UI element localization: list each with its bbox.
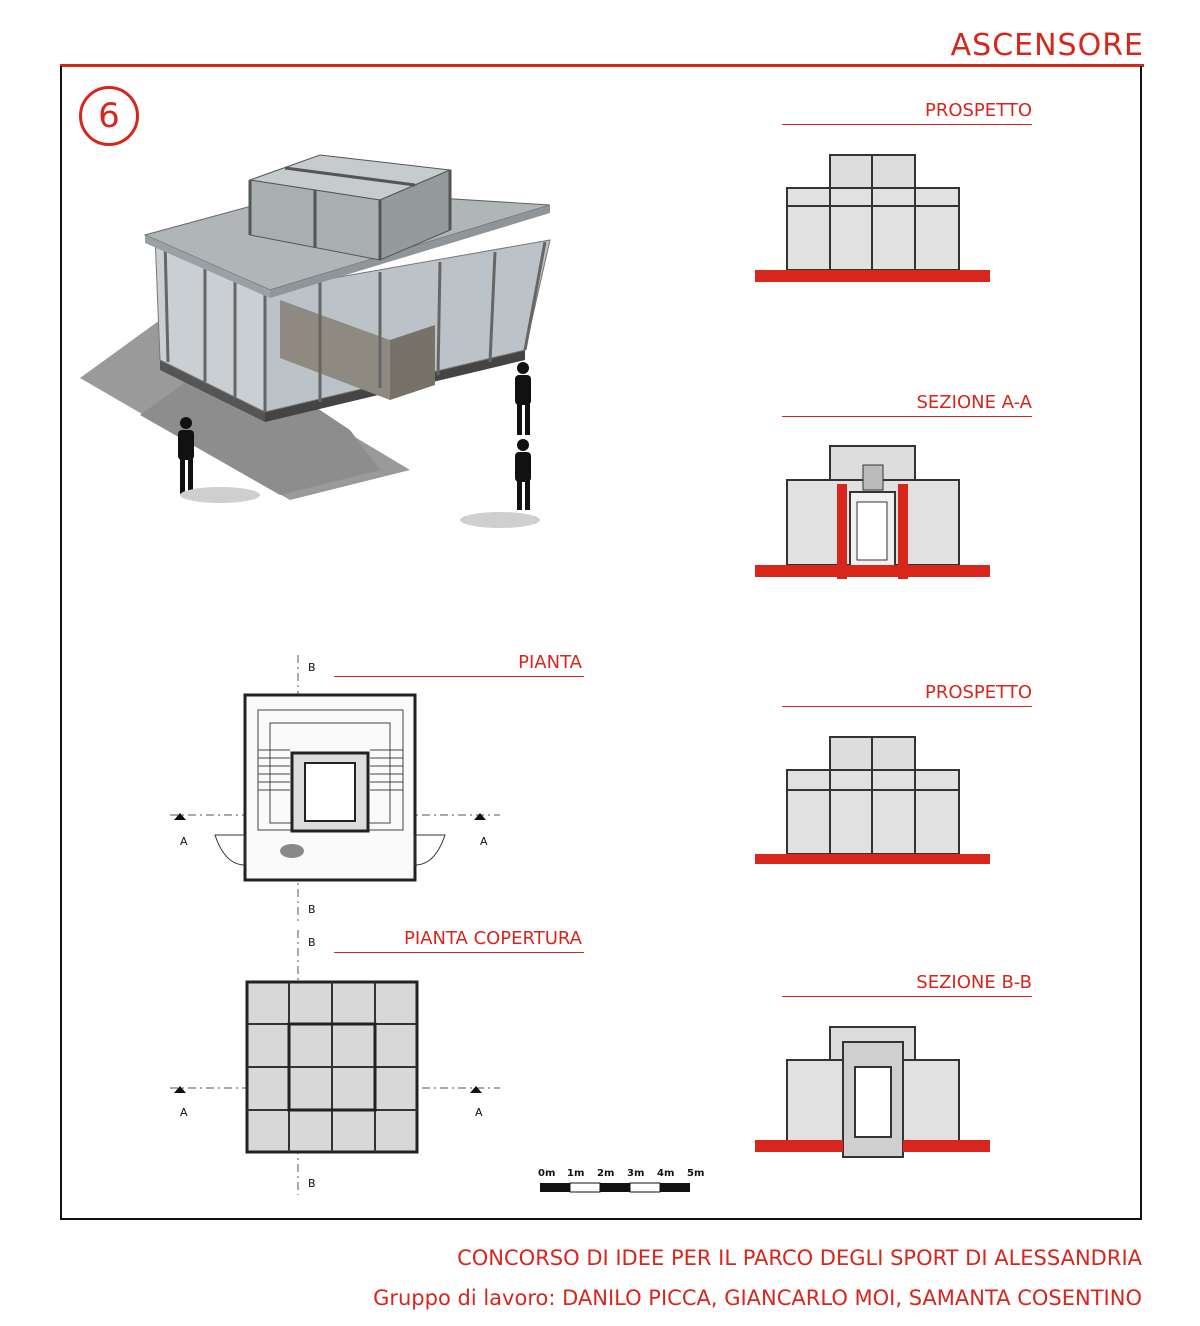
section-mark-b: B <box>308 661 316 674</box>
section-mark-a: A <box>480 835 488 848</box>
footer-team: Gruppo di lavoro: DANILO PICCA, GIANCARL… <box>373 1286 1142 1310</box>
label-rule <box>334 952 584 953</box>
scale-tick-label: 0m <box>538 1168 556 1179</box>
scale-tick-label: 2m <box>597 1168 615 1179</box>
title-rule <box>60 64 1144 67</box>
label-rule <box>782 124 1032 125</box>
footer-competition-title: CONCORSO DI IDEE PER IL PARCO DEGLI SPOR… <box>457 1246 1142 1270</box>
section-mark-b: B <box>308 1177 316 1190</box>
scale-tick-label: 3m <box>627 1168 645 1179</box>
section-bb-view <box>755 1026 990 1158</box>
section-mark-a: A <box>180 835 188 848</box>
label-rule <box>782 416 1032 417</box>
section-mark-b: B <box>308 936 316 949</box>
roof-plan-view: B B A A <box>170 930 500 1195</box>
label-sezione-bb: SEZIONE B-B <box>916 972 1032 993</box>
person-silhouette <box>515 362 531 435</box>
section-aa-view <box>755 445 990 579</box>
label-pianta: PIANTA <box>518 652 582 673</box>
elevation-view-2 <box>755 736 990 864</box>
label-rule <box>782 996 1032 997</box>
drawing-frame <box>60 66 1142 1220</box>
section-mark-a: A <box>180 1106 188 1119</box>
sheet-number: 6 <box>79 86 139 146</box>
section-mark-b: B <box>308 903 316 916</box>
scale-tick-label: 1m <box>567 1168 585 1179</box>
scale-tick-label: 4m <box>657 1168 675 1179</box>
person-silhouette <box>515 439 531 510</box>
label-prospetto-2: PROSPETTO <box>924 682 1032 703</box>
label-rule <box>334 676 584 677</box>
label-pianta-copertura: PIANTA COPERTURA <box>404 928 582 949</box>
elevation-view-1 <box>755 154 990 282</box>
scale-tick-label: 5m <box>687 1168 705 1179</box>
sheet-title: ASCENSORE <box>950 28 1144 63</box>
label-prospetto-1: PROSPETTO <box>924 100 1032 121</box>
elevator-core <box>280 300 390 400</box>
perspective-3d-view <box>80 154 551 528</box>
label-sezione-aa: SEZIONE A-A <box>916 392 1033 413</box>
building-base <box>160 360 265 422</box>
label-rule <box>782 706 1032 707</box>
person-silhouette <box>178 417 194 494</box>
floor-plan-view: B B A A <box>170 655 500 925</box>
section-mark-a: A <box>475 1106 483 1119</box>
